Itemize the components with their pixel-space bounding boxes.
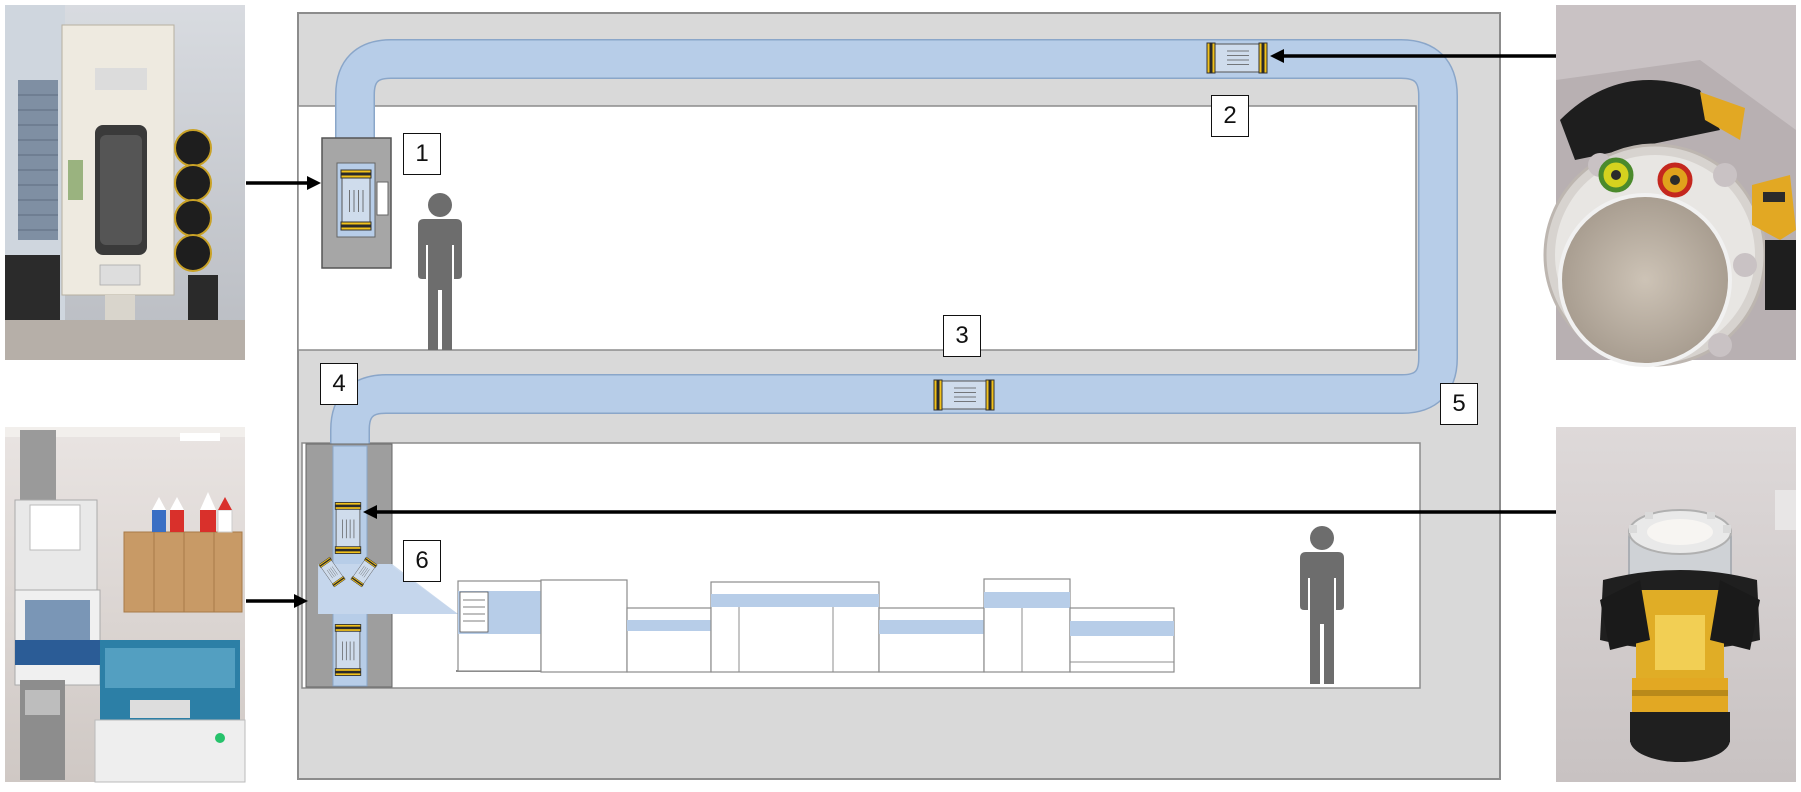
analyzer-module-7: [1069, 607, 1175, 673]
analyzer-module-2: [540, 579, 628, 673]
carriers: [318, 42, 1268, 676]
send-station-panel: [376, 181, 389, 216]
callout-label-2: 2: [1211, 95, 1249, 137]
carrier-receiver-bottom: [334, 624, 362, 676]
carrier-3: [933, 379, 995, 411]
person-icon: [1300, 526, 1344, 684]
analyzer-module-6: [983, 578, 1071, 673]
pneumatic-tube-fill: [331, 40, 1457, 668]
upper-room: [297, 105, 1417, 351]
callout-label-5: 5: [1440, 383, 1478, 425]
carrier-send-station: [340, 169, 372, 231]
analyzer-module-5: [878, 607, 985, 673]
photo-send-station: [5, 5, 245, 360]
carrier-2: [1206, 42, 1268, 74]
arrow-carrier-closed: [363, 505, 1557, 519]
photo-lab-receiver: [5, 427, 246, 783]
lab-automation-line: [456, 578, 1175, 673]
arrow-lab-receiver: [246, 594, 308, 608]
photo-carrier-open: [1543, 5, 1796, 367]
arrow-send-station: [246, 176, 321, 190]
pneumatic-tube-system: [330, 39, 1458, 668]
callout-label-3: 3: [943, 315, 981, 357]
analyzer-module-3: [626, 607, 712, 673]
carrier-closed-object: [1600, 509, 1760, 762]
person-icon: [418, 193, 462, 350]
carrier-receiver-top: [334, 502, 362, 554]
arrows: [246, 49, 1557, 608]
carrier-receiver-right: [350, 556, 378, 588]
analyzer-module-4: [710, 581, 880, 673]
photo-carrier-closed: [1556, 427, 1796, 782]
callout-label-6: 6: [403, 540, 441, 582]
arrow-carrier-open: [1270, 49, 1557, 63]
carrier-receiver-left: [318, 556, 346, 588]
callout-label-1: 1: [403, 133, 441, 175]
analyzer-module-1: [457, 580, 542, 672]
callout-label-4: 4: [320, 363, 358, 405]
